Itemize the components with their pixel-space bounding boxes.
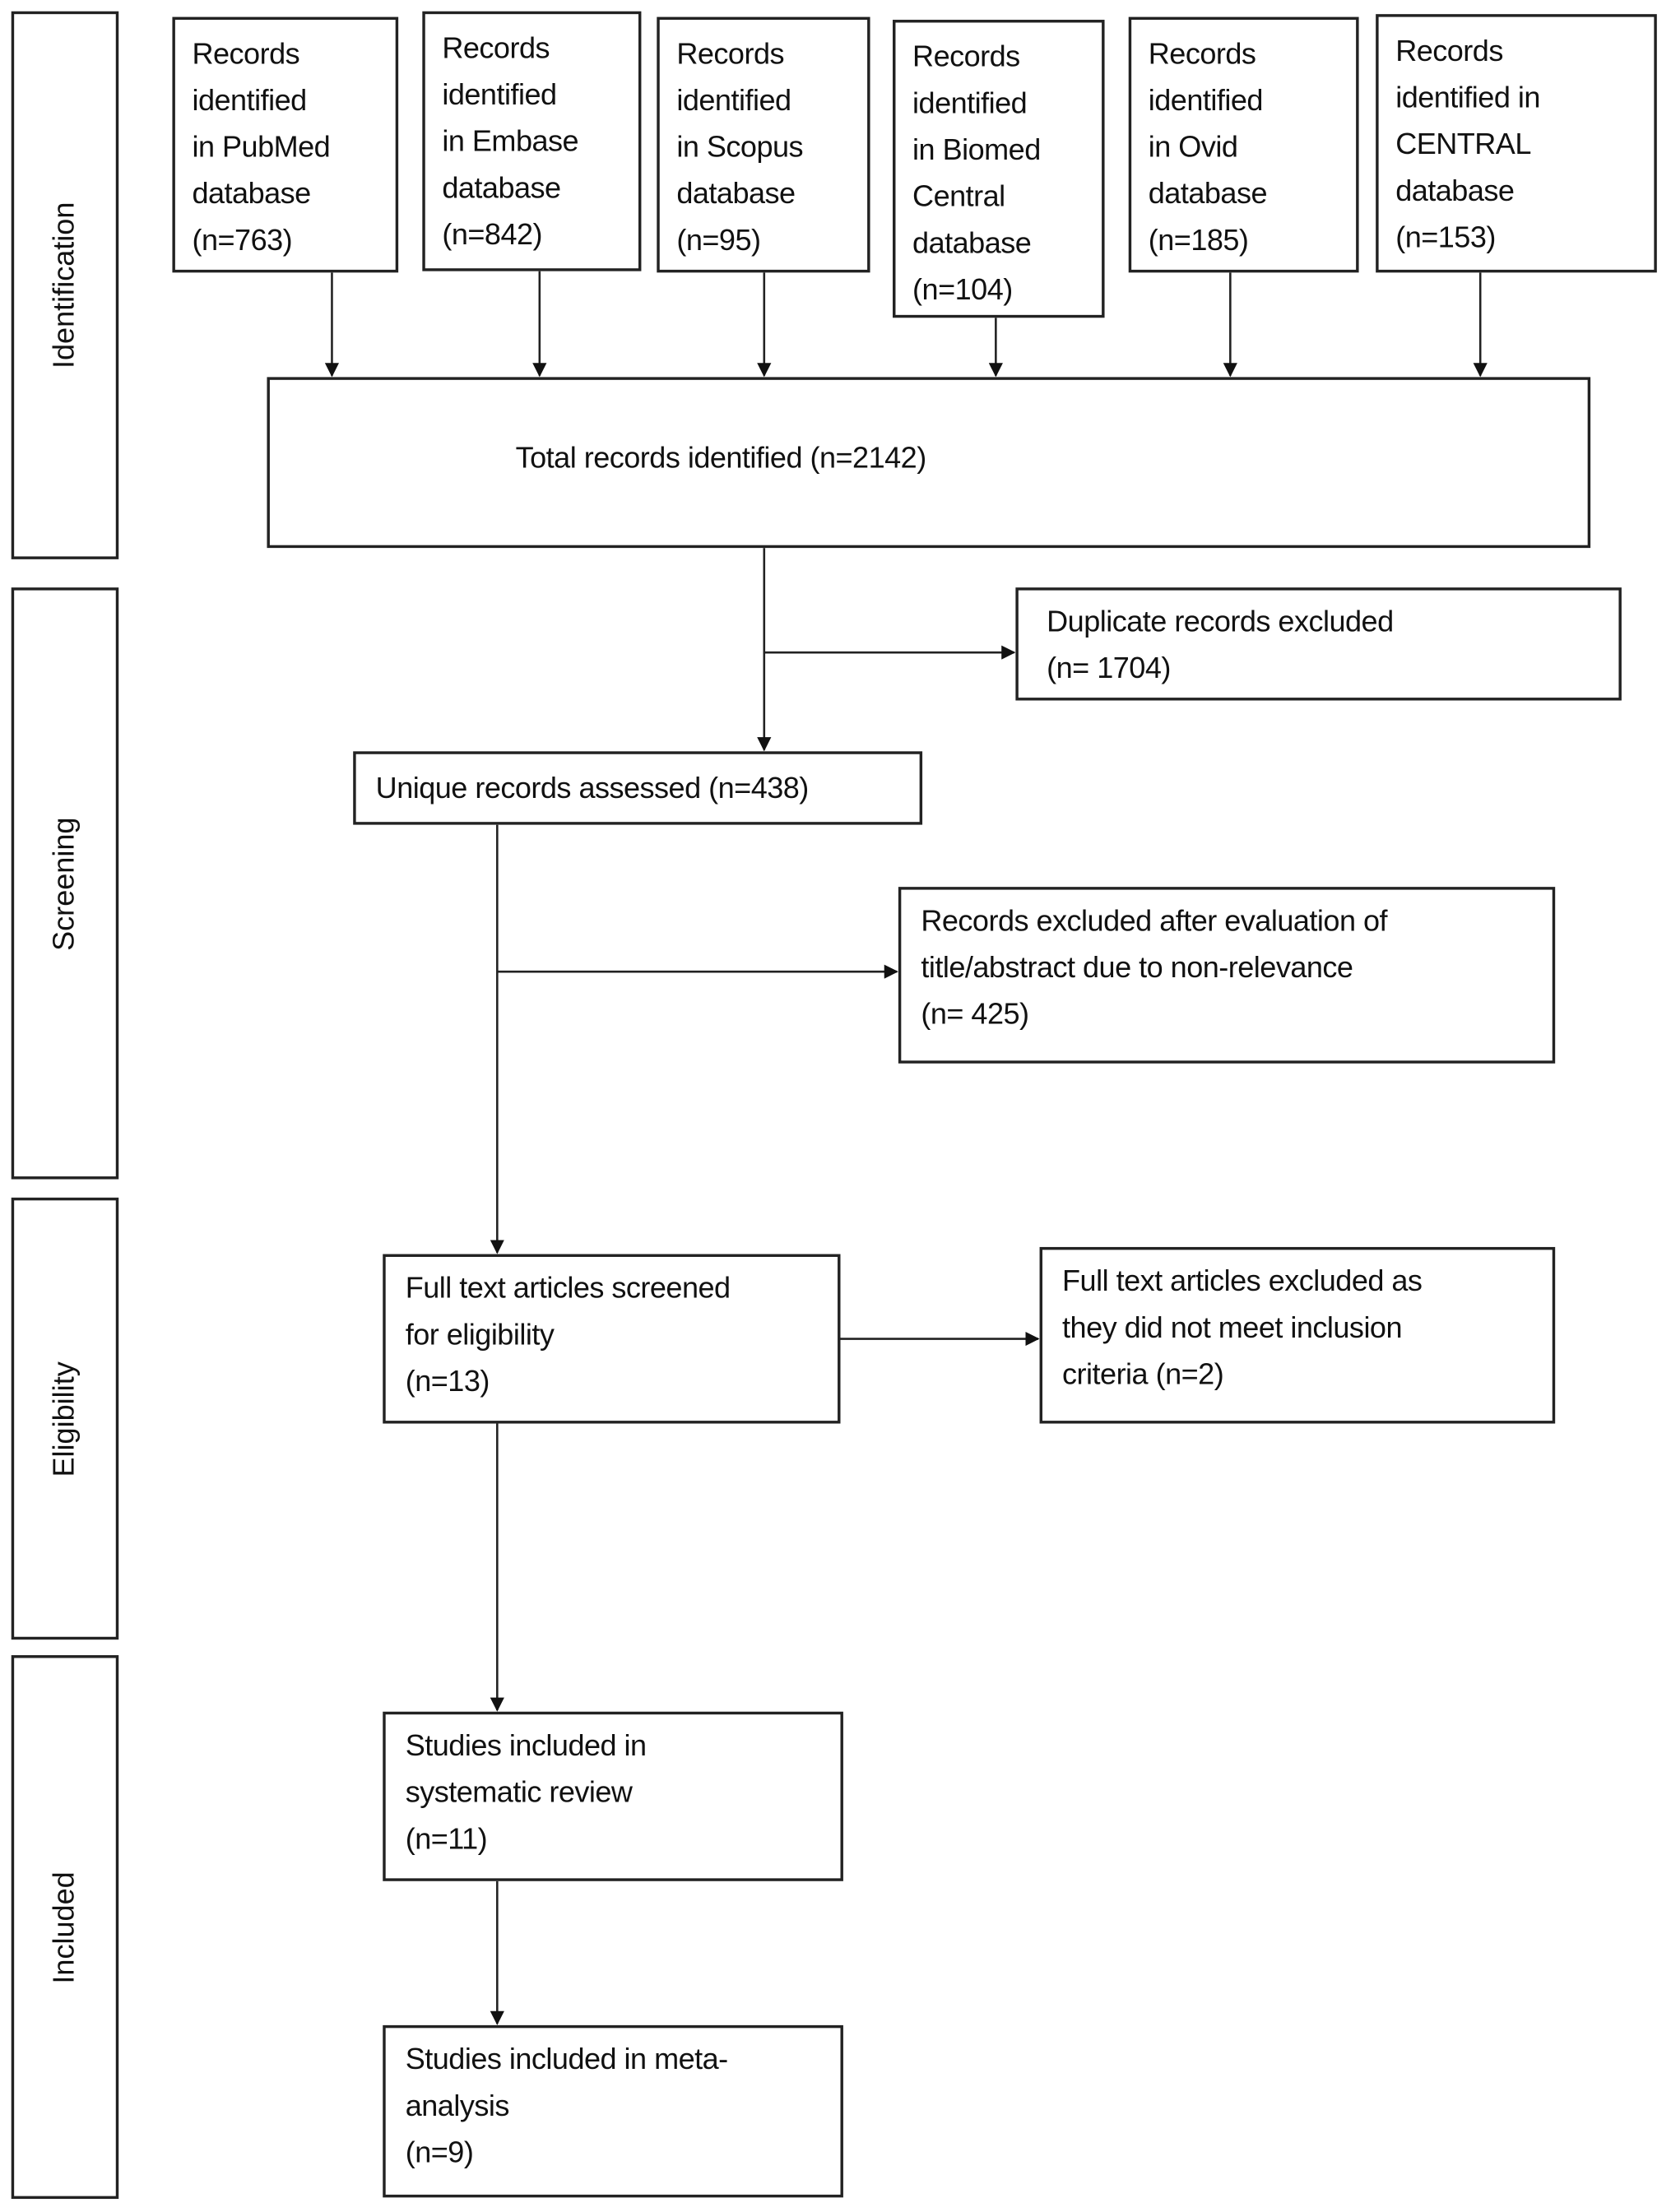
stage-eligibility-label: Eligibility [48,1361,81,1477]
stage-included: Included [11,1655,119,2200]
stage-eligibility: Eligibility [11,1197,119,1640]
source-ovid: Records identified in Ovid database (n=1… [1128,16,1359,273]
total-records-box: Total records identified (n=2142) [267,377,1591,549]
stage-identification-label: Identification [48,202,81,369]
source-scopus: Records identified in Scopus database (n… [657,16,870,273]
source-pubmed: Records identified in PubMed database (n… [172,16,399,273]
fulltext-excluded-box: Full text articles excluded as they did … [1039,1246,1556,1424]
stage-included-label: Included [48,1871,81,1983]
meta-analysis-box: Studies included in meta- analysis (n=9) [383,2024,843,2198]
stage-screening: Screening [11,587,119,1180]
systematic-review-box: Studies included in systematic review (n… [383,1711,843,1881]
stage-identification: Identification [11,11,119,559]
source-biomed-central: Records identified in Biomed Central dat… [893,20,1105,318]
stage-screening-label: Screening [48,816,81,951]
title-abstract-excluded-box: Records excluded after evaluation of tit… [898,887,1556,1064]
source-embase: Records identified in Embase database (n… [422,11,642,271]
unique-records-box: Unique records assessed (n=438) [353,751,923,825]
fulltext-screened-box: Full text articles screened for eligibil… [383,1254,841,1424]
source-central: Records identified in CENTRAL database (… [1376,14,1657,273]
duplicates-excluded-box: Duplicate records excluded (n= 1704) [1015,587,1622,701]
